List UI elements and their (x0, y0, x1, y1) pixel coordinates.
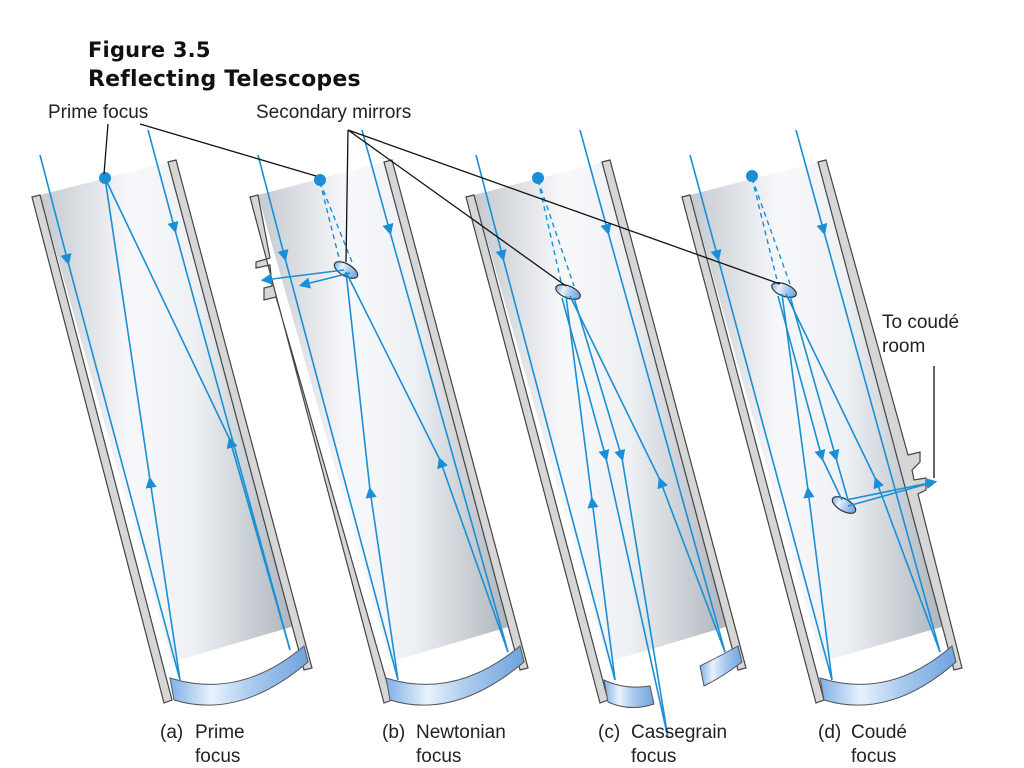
leader-secondary-b (345, 129, 349, 263)
caption-a: (a) Prime focus (160, 722, 245, 767)
figure-title: Reflecting Telescopes (88, 67, 361, 92)
label-to-coude-room-line1: To coudé (882, 312, 959, 333)
reflected-ray (803, 486, 833, 681)
caption-name-line1: Prime (195, 722, 245, 743)
light-ray (361, 129, 394, 236)
panel-d-coude-focus (681, 129, 963, 706)
caption-b: (b) Newtonian focus (382, 722, 506, 767)
cassegrain-ray (561, 297, 610, 462)
leader-prime-focus-a (103, 123, 109, 175)
newtonian-virtual-focus-point (314, 174, 326, 186)
reflected-ray (345, 271, 371, 491)
reflected-ray (569, 295, 661, 481)
caption-letter: (d) (818, 722, 841, 743)
caption-name-line1: Cassegrain (631, 722, 727, 743)
light-ray (607, 231, 726, 653)
panel-c-cassegrain-focus (465, 129, 747, 739)
reflected-ray (587, 496, 616, 681)
light-ray (147, 129, 179, 234)
reflected-ray (785, 293, 877, 481)
reflected-ray (657, 476, 726, 653)
coude-exit-ray (847, 481, 935, 507)
virtual-ray (751, 177, 791, 285)
tube-wall-right (817, 159, 963, 671)
tube-body (258, 162, 515, 662)
diverted-ray (298, 272, 351, 289)
light-ray (717, 257, 833, 681)
figure-number: Figure 3.5 (88, 38, 211, 62)
tube-body (690, 162, 948, 662)
panel-b-newtonian-focus (249, 129, 529, 706)
virtual-ray (751, 177, 779, 285)
light-ray (795, 129, 828, 236)
caption-letter: (c) (598, 722, 620, 743)
label-prime-focus: Prime focus (48, 102, 148, 123)
light-ray (67, 261, 181, 681)
caption-name-line2: focus (195, 746, 240, 767)
virtual-ray (537, 179, 563, 287)
reflected-ray (873, 476, 941, 653)
caption-name-line2: focus (416, 746, 461, 767)
coude-ray (789, 295, 840, 462)
cassegrain-ray (573, 297, 626, 462)
caption-letter: (b) (382, 722, 405, 743)
prime-focus-point (99, 172, 111, 184)
light-ray (475, 154, 507, 262)
virtual-ray (537, 179, 575, 287)
leader-secondary-d (347, 129, 781, 285)
cassegrain-ray (605, 457, 669, 739)
light-ray (823, 231, 941, 653)
coude-ray (821, 457, 843, 501)
primary-mirror (169, 645, 309, 706)
tube-wall-right (601, 159, 747, 671)
coude-ray (777, 295, 826, 462)
light-ray (579, 129, 612, 236)
light-ray (689, 154, 722, 262)
cassegrain-virtual-focus-point (532, 172, 544, 184)
caption-name-line2: focus (631, 746, 676, 767)
caption-name-line1: Coudé (851, 722, 907, 743)
label-to-coude-room-line2: room (882, 336, 925, 357)
reflected-ray (437, 456, 509, 653)
primary-mirror (819, 645, 957, 706)
tube-body (40, 162, 298, 662)
light-ray (389, 231, 509, 653)
primary-mirror-left (603, 679, 655, 708)
light-ray (502, 257, 616, 681)
virtual-ray (319, 181, 341, 263)
leader-secondary-c (347, 129, 567, 287)
caption-letter: (a) (160, 722, 183, 743)
coude-virtual-focus-point (746, 170, 758, 182)
light-ray (257, 154, 289, 262)
coude-exit-ray (845, 478, 938, 501)
reflected-ray (145, 476, 181, 681)
reflected-ray (104, 177, 151, 481)
light-ray (284, 257, 399, 681)
tube-body (474, 162, 732, 662)
coude-ray (835, 457, 849, 501)
light-ray (39, 154, 72, 266)
cassegrain-ray (621, 457, 669, 739)
tube-wall-right (167, 159, 313, 671)
label-secondary-mirrors: Secondary mirrors (256, 102, 411, 123)
reflected-ray (104, 177, 231, 441)
reflected-ray (226, 436, 291, 651)
caption-name-line1: Newtonian (416, 722, 506, 743)
leader-prime-focus-b (139, 123, 317, 177)
panel-a-prime-focus (31, 129, 313, 706)
tube-wall-right (383, 159, 529, 671)
caption-d: (d) Coudé focus (818, 722, 907, 767)
caption-name-line2: focus (851, 746, 896, 767)
leader-lines (103, 123, 935, 478)
primary-mirror (385, 645, 525, 706)
diverted-ray (260, 269, 345, 285)
primary-mirror-right (699, 645, 743, 687)
reflected-ray (345, 271, 441, 461)
tube-wall-left (31, 194, 173, 704)
reflected-ray (365, 486, 399, 681)
caption-c: (c) Cassegrain focus (598, 722, 727, 767)
